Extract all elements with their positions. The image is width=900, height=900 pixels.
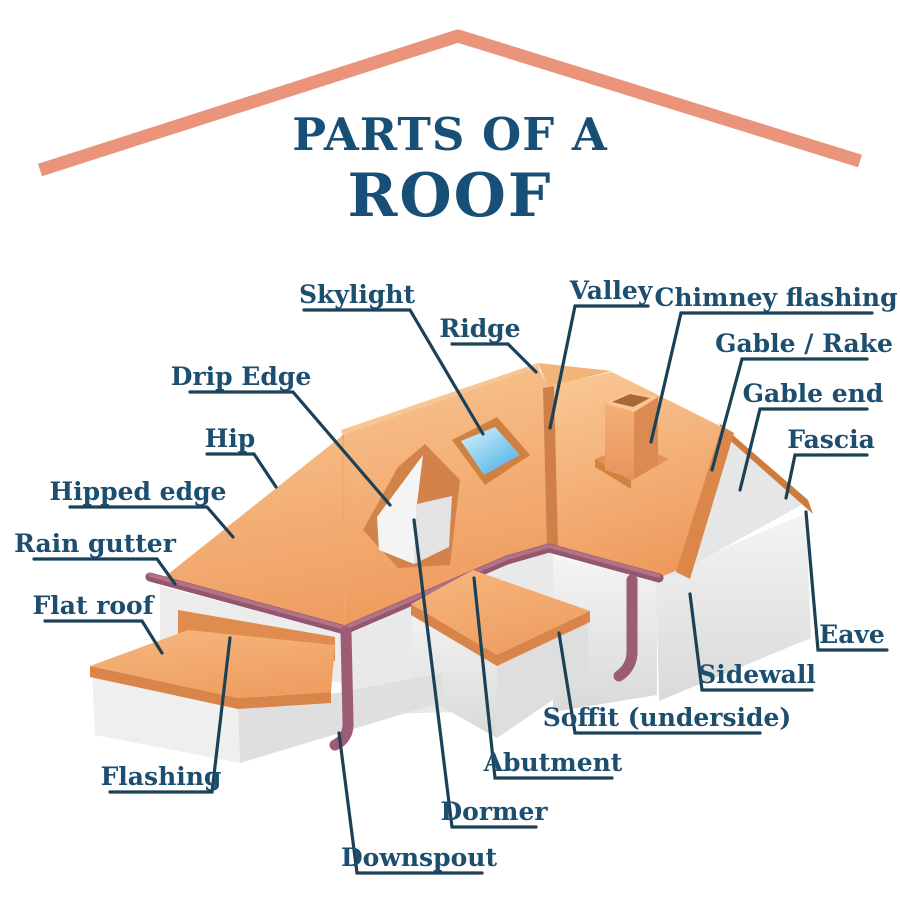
abutment-roof-edge-left [411,604,497,666]
label-ridge: Ridge [439,314,520,343]
fascia-pointer [784,453,869,500]
soffit-pointer [557,631,762,735]
label-skylight: Skylight [299,280,416,309]
gable-end-wall [671,428,805,577]
flat-roof-edge-left [90,666,238,709]
fascia-near-rake [676,426,734,579]
label-flashing: Flashing [101,762,222,791]
label-chimney-flashing: Chimney flashing [654,283,897,312]
flat-wing-front-wall [92,672,240,763]
hipped-edge-pointer [68,505,235,539]
page-title-line1: PARTS OF A [292,108,608,161]
label-valley: Valley [569,276,654,305]
downspout-pipe-center [329,626,354,751]
dormer-pointer [412,518,538,829]
flat-wing-right-wall [238,673,443,763]
hip-edge-line [342,434,346,633]
rain-gutter-pointer [32,557,177,586]
dormer-side-wall [414,496,452,564]
label-flat-roof: Flat roof [33,591,156,620]
downspout-pipe-right [613,574,638,682]
roof-chevron-outline [38,29,862,177]
page-title-line2: ROOF [348,161,553,231]
label-drip-edge: Drip Edge [171,362,311,391]
label-dormer: Dormer [440,797,548,826]
dormer-front-face [377,455,423,564]
label-downspout: Downspout [341,843,497,872]
label-gable-end: Gable end [743,379,884,408]
rain-gutter-highlight [148,544,661,630]
chimney-flashing-pointer [649,311,874,444]
downspout-pointer [337,731,484,875]
label-abutment: Abutment [483,748,623,777]
abutment-roof-edge-right [497,611,590,666]
back-roof-notch [538,363,612,387]
label-soffit: Soffit (underside) [543,703,792,732]
label-gable-rake: Gable / Rake [715,329,893,358]
labels: Skylight Ridge Valley Chimney flashing G… [14,276,898,875]
label-sidewall: Sidewall [698,660,816,689]
abutment-roof-surface [411,570,590,655]
ridge-pointer [450,342,538,374]
label-hipped-edge: Hipped edge [50,477,227,506]
valley-strip [543,386,558,549]
chimney-front [605,403,634,479]
eave-pointer [804,510,889,652]
house-illustration [90,363,813,763]
valley-pointer [548,304,650,430]
abutment-pointer [472,576,614,780]
flat-roof-pointer [43,619,164,655]
skylight-pointer [302,308,485,436]
flat-roof-surface [90,630,335,698]
sidewall-pointer [688,592,814,692]
label-fascia: Fascia [787,425,875,454]
fascia-board [719,423,813,514]
hip-pointer [205,452,278,489]
label-rain-gutter: Rain gutter [14,529,177,558]
chimney-flashing-lip [595,459,631,489]
gable-end-pointer [738,407,869,492]
gable-rake-pointer [710,357,869,472]
main-roof-front-face [157,367,551,632]
label-hip: Hip [205,424,256,453]
sidewall-surface [656,513,811,701]
chimney-opening [612,394,650,407]
chimney-side [634,397,658,479]
drip-edge-pointer [188,390,392,507]
abutment-front-wall [412,606,497,738]
flat-roof-edge-right [238,692,331,709]
flashing-pointer [108,636,232,794]
label-eave: Eave [819,620,885,649]
skylight-glass [461,427,520,475]
